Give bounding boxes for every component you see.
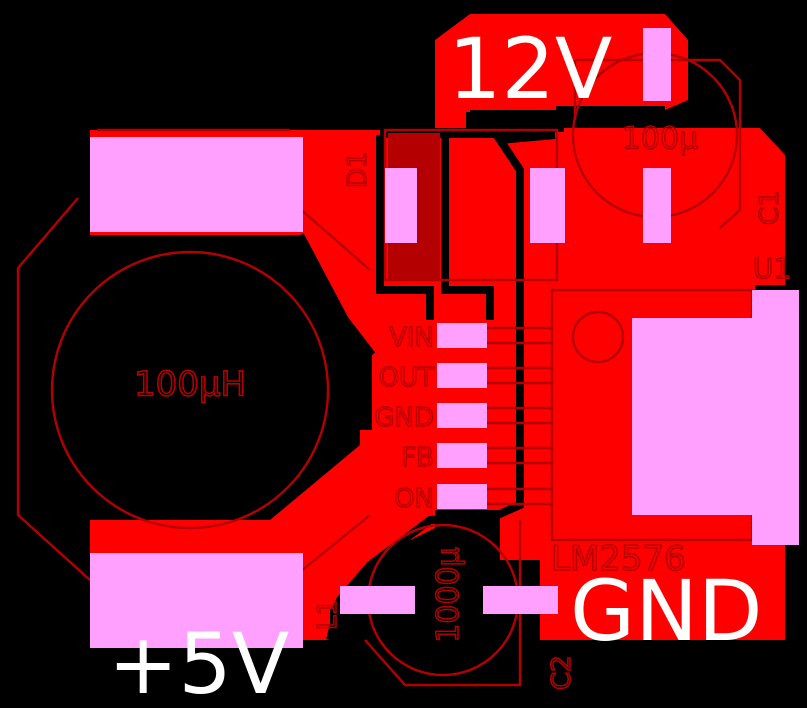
pin-label-out: OUT [379,363,434,393]
l1-ref: L1 [313,599,343,630]
u1-leads [487,326,552,506]
lead-on [487,487,552,506]
copper-12v-pour [435,14,688,128]
inductor-pad-bottom[interactable] [90,553,303,648]
u1-ref: U1 [753,252,791,285]
pin-label-fb: FB [401,443,434,473]
d1-pad-cathode[interactable] [385,168,417,243]
gap-diode-right [441,135,494,320]
pin-label-vin: VIN [389,323,434,353]
u1-pin-fb[interactable] [437,443,487,468]
c1-pad-plus[interactable] [643,28,671,101]
u1-part: LM2576 [551,539,686,579]
u1-pin-gnd[interactable] [437,403,487,428]
u1-tab-pad[interactable] [632,318,752,515]
c1-ref: C1 [755,190,785,225]
inductor-outline [50,250,330,530]
c2-pad-plus[interactable] [340,586,415,614]
pin-label-on: ON [394,484,434,514]
inductor-pad-top[interactable] [90,137,303,232]
c1-value: 100µ [622,122,698,157]
gap-diode-left [376,135,434,320]
u1-pin-labels: VIN OUT GND FB ON [374,322,435,514]
gap-output-region [326,511,496,641]
gap-upper-left [296,233,376,358]
lead-fb [487,446,552,465]
lead-vin [487,326,552,345]
c1-pad-minus[interactable] [643,168,671,243]
u1-tab[interactable] [752,290,799,545]
d1-ref: D1 [343,151,373,188]
net-label-5v: +5V [108,615,289,708]
u1-pin1-marker [571,310,625,364]
lead-out [487,366,552,385]
net-label-12v: 12V [448,20,612,118]
gap-12v [466,106,665,132]
c2-ref: C2 [547,655,577,690]
pin-label-gnd: GND [374,403,434,433]
c2-pad-minus[interactable] [483,586,558,614]
u1-pin-vin[interactable] [437,323,487,348]
d1-pad-anode[interactable] [530,168,565,243]
u1-pin-out[interactable] [437,363,487,388]
pad-layer [90,28,799,648]
c1-frame [573,58,742,229]
c2-value: 1000µ [431,547,466,642]
isolation-gaps [296,106,665,641]
inductor-value: 100µH [134,365,246,405]
net-label-gnd: GND [570,562,763,660]
gap-gnd-region [471,131,556,560]
u1-pin-on[interactable] [437,484,487,509]
lead-gnd [487,406,552,425]
inductor-frame [16,128,371,581]
